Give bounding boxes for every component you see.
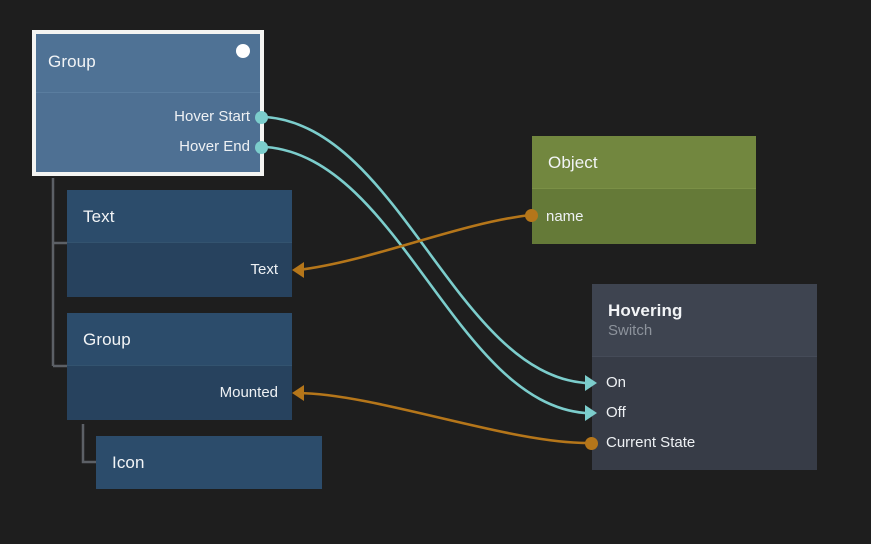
node-subtitle: Switch: [608, 322, 653, 339]
node-body: Mounted: [67, 366, 292, 420]
node-header[interactable]: Hovering Switch: [592, 284, 817, 356]
node-header[interactable]: Icon: [96, 436, 322, 489]
node-title: Text: [83, 206, 115, 226]
node-object[interactable]: Object name: [532, 136, 756, 244]
node-header[interactable]: Text: [67, 190, 292, 242]
port-label-hover-start: Hover Start: [174, 108, 250, 125]
teal-dot-port-hover-start[interactable]: [255, 111, 268, 124]
orange-arrow-port-text[interactable]: [292, 262, 304, 278]
port-label-hover-end: Hover End: [179, 138, 250, 155]
node-group-child[interactable]: Group Mounted: [67, 313, 292, 420]
white-dot-icon: [236, 44, 250, 58]
node-body: On Off Current State: [592, 357, 817, 470]
port-label-current-state: Current State: [606, 434, 696, 451]
node-title: Object: [548, 152, 598, 172]
node-body: Hover Start Hover End: [32, 93, 264, 176]
node-title: Icon: [112, 453, 145, 472]
orange-dot-port-name[interactable]: [525, 209, 538, 222]
port-row-current-state[interactable]: Current State: [592, 432, 817, 454]
teal-arrow-port-off[interactable]: [585, 405, 597, 421]
node-group-selected[interactable]: Group Hover Start Hover End: [32, 30, 264, 176]
port-label-mounted: Mounted: [219, 384, 278, 401]
orange-dot-port-current-state[interactable]: [585, 437, 598, 450]
port-label-off: Off: [606, 404, 626, 421]
node-header[interactable]: Group: [67, 313, 292, 365]
edge-object-name-to-text: [296, 213, 532, 272]
teal-arrow-port-on[interactable]: [585, 375, 597, 391]
node-header[interactable]: Group: [32, 30, 264, 92]
port-row-on[interactable]: On: [592, 372, 817, 394]
node-body: name: [532, 189, 756, 244]
port-row-text[interactable]: Text: [67, 259, 292, 281]
node-title: Group: [48, 51, 96, 71]
node-title: Group: [83, 329, 131, 349]
port-label-on: On: [606, 374, 627, 391]
node-text[interactable]: Text Text: [67, 190, 292, 297]
port-row-hover-end[interactable]: Hover End: [32, 136, 264, 158]
port-row-mounted[interactable]: Mounted: [67, 382, 292, 404]
port-label-name: name: [546, 208, 584, 225]
node-body: Text: [67, 243, 292, 297]
port-row-hover-start[interactable]: Hover Start: [32, 106, 264, 128]
node-hovering[interactable]: Hovering Switch On Off Current State: [592, 284, 817, 470]
port-label-text: Text: [250, 261, 278, 278]
node-header[interactable]: Object: [532, 136, 756, 188]
port-row-name[interactable]: name: [532, 206, 756, 228]
teal-dot-port-hover-end[interactable]: [255, 141, 268, 154]
edge-current-state-to-mounted: [296, 391, 592, 445]
port-row-off[interactable]: Off: [592, 402, 817, 424]
node-icon[interactable]: Icon: [96, 436, 322, 489]
node-title: Hovering: [608, 301, 683, 320]
orange-arrow-port-mounted[interactable]: [292, 385, 304, 401]
